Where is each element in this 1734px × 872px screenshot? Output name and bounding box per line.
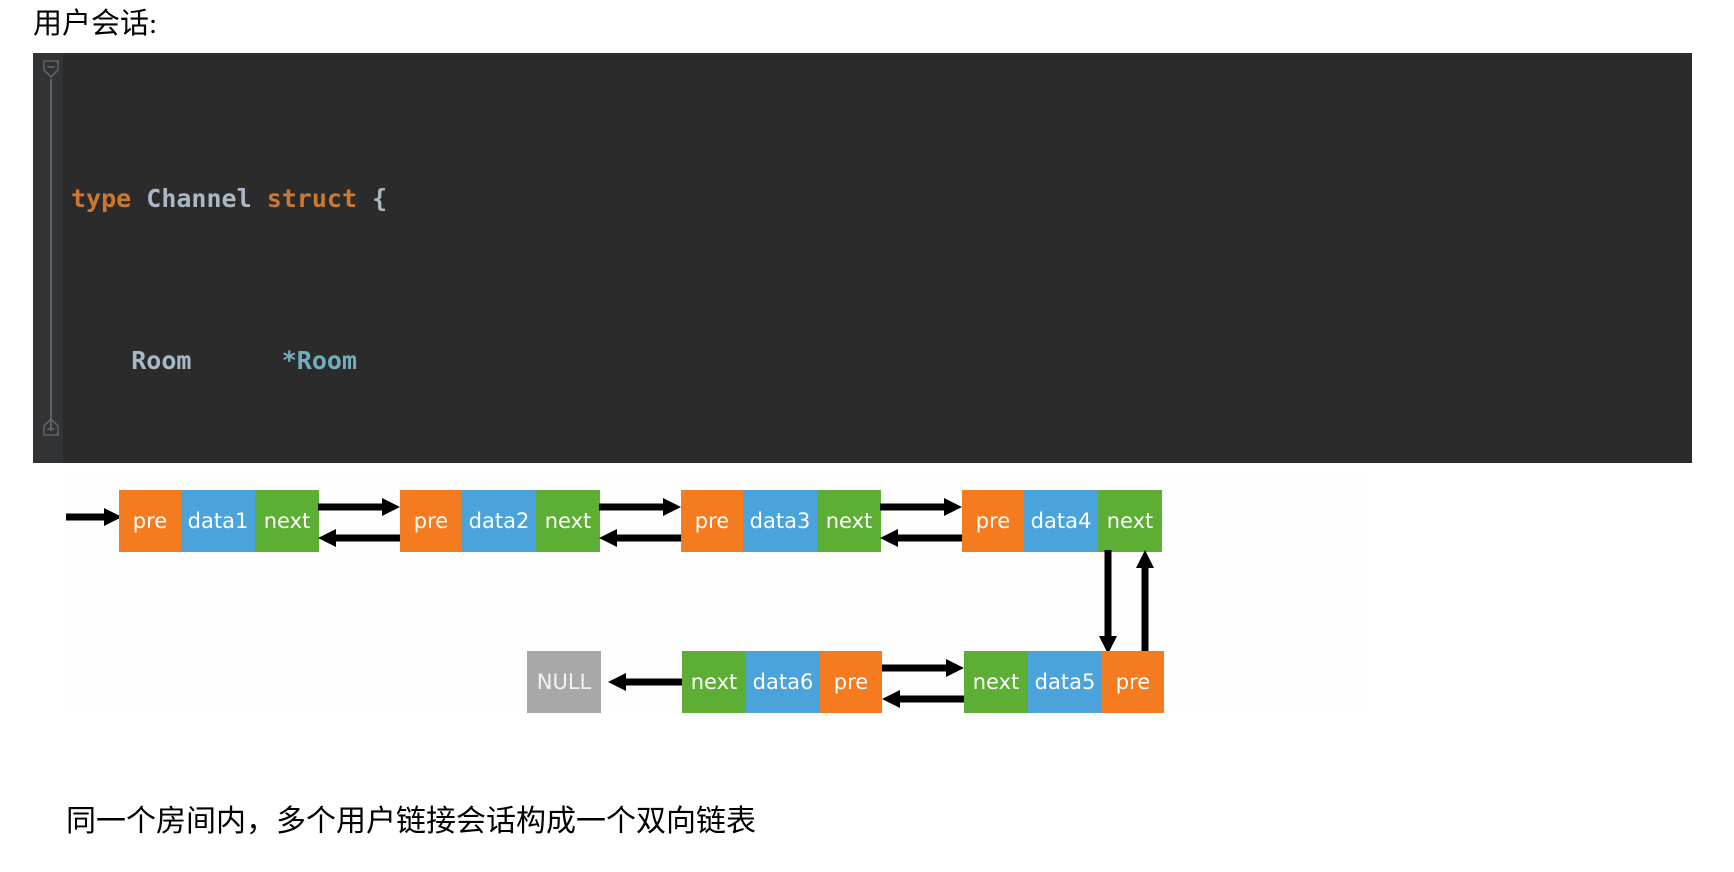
code-content[interactable]: type Channel struct { Room *Room Next *C… (71, 53, 1692, 463)
linked-list-diagram: pre data1 next pre data2 next p (66, 470, 1366, 713)
head-pointer-arrow (66, 506, 122, 528)
node-5-next-cell: next (964, 651, 1028, 713)
prev-arrow-3-to-2 (599, 527, 681, 549)
node-3-next-cell: next (817, 490, 881, 552)
fold-collapse-end-icon[interactable] (41, 417, 61, 437)
list-node[interactable]: next data6 pre (682, 651, 882, 713)
token-field-room: Room (131, 345, 192, 375)
prev-arrow-6-to-5 (882, 688, 964, 710)
node-2-data-cell: data2 (462, 490, 536, 552)
node-6-pre-cell: pre (820, 651, 882, 713)
prev-arrow-2-to-1 (318, 527, 400, 549)
next-arrow-2-to-3 (599, 496, 681, 518)
code-line-1: type Channel struct { (71, 179, 1692, 220)
code-gutter[interactable] (33, 53, 63, 463)
null-arrow (608, 671, 690, 693)
code-block: type Channel struct { Room *Room Next *C… (33, 53, 1692, 463)
prev-arrow-4-to-3 (880, 527, 962, 549)
list-node[interactable]: pre data1 next (119, 490, 319, 552)
token-brace-open: { (372, 183, 388, 213)
list-node[interactable]: next data5 pre (964, 651, 1164, 713)
node-1-next-cell: next (255, 490, 319, 552)
node-3-data-cell: data3 (743, 490, 817, 552)
node-6-data-cell: data6 (746, 651, 820, 713)
node-2-next-cell: next (536, 490, 600, 552)
next-arrow-5-to-6 (882, 657, 964, 679)
fold-collapse-icon[interactable] (41, 59, 61, 79)
prev-arrow-5-to-4-up (1134, 550, 1156, 654)
node-6-next-cell: next (682, 651, 746, 713)
next-arrow-3-to-4 (880, 496, 962, 518)
list-node[interactable]: pre data3 next (681, 490, 881, 552)
diagram-caption: 同一个房间内，多个用户链接会话构成一个双向链表 (66, 805, 756, 838)
code-fold-line (50, 79, 52, 431)
node-5-data-cell: data5 (1028, 651, 1102, 713)
null-label: NULL (527, 651, 601, 713)
node-4-next-cell: next (1098, 490, 1162, 552)
token-keyword-struct: struct (266, 183, 358, 213)
node-1-data-cell: data1 (181, 490, 255, 552)
code-line-2: Room *Room (71, 341, 1692, 382)
next-arrow-4-to-5-down (1097, 550, 1119, 654)
list-node[interactable]: pre data4 next (962, 490, 1162, 552)
node-4-data-cell: data4 (1024, 490, 1098, 552)
node-5-pre-cell: pre (1102, 651, 1164, 713)
node-2-pre-cell: pre (400, 490, 462, 552)
node-3-pre-cell: pre (681, 490, 743, 552)
null-terminator-node: NULL (527, 651, 601, 713)
token-type-room: *Room (281, 345, 358, 375)
next-arrow-1-to-2 (318, 496, 400, 518)
page-title: 用户会话: (33, 8, 158, 40)
node-1-pre-cell: pre (119, 490, 181, 552)
node-4-pre-cell: pre (962, 490, 1024, 552)
token-keyword-type: type (71, 183, 132, 213)
list-node[interactable]: pre data2 next (400, 490, 600, 552)
token-struct-name: Channel (146, 183, 252, 213)
